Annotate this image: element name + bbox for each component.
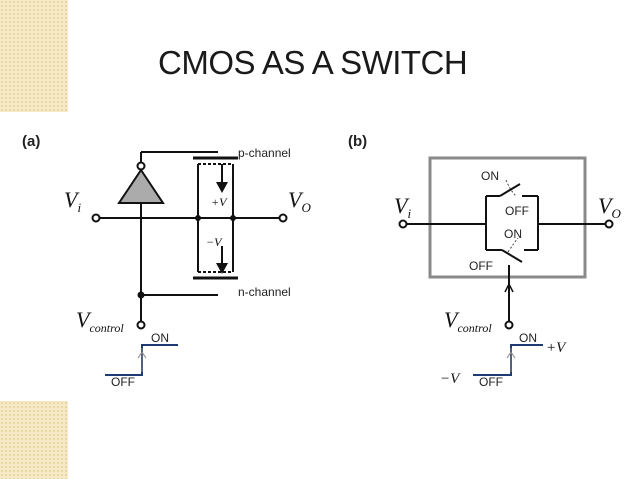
diagram-b-tag: (b)	[348, 133, 367, 150]
b-upper-switch-blade	[499, 183, 521, 197]
a-inverter-bubble	[136, 161, 146, 171]
a-p-channel-label: p-channel	[238, 146, 291, 160]
a-vo-label: VO	[288, 187, 311, 215]
b-vo-label: VO	[598, 193, 621, 221]
a-plus-v-label: +V	[211, 195, 228, 209]
b-upper-off-label: OFF	[505, 204, 529, 218]
a-vcontrol-label: Vcontrol	[76, 307, 124, 335]
sidebar-texture-top	[0, 0, 68, 112]
a-waveform-arrow	[137, 351, 147, 359]
b-minus-v-label: −V	[440, 371, 461, 387]
b-switch-box	[428, 156, 587, 279]
b-lower-off-label: OFF	[469, 259, 493, 273]
b-on-label: ON	[519, 331, 537, 345]
a-control-terminal	[136, 320, 146, 330]
sidebar-texture-bottom	[0, 401, 68, 479]
b-off-label: OFF	[479, 375, 503, 389]
diagram-b: (b) ON OFF ON OFF Vi VO Vcontrol	[348, 133, 621, 389]
b-vcontrol-label: Vcontrol	[444, 307, 492, 335]
slide-title: CMOS AS A SWITCH	[158, 44, 468, 81]
b-control-terminal	[504, 320, 514, 330]
a-p-arrow	[216, 182, 228, 193]
b-control-waveform	[473, 344, 543, 376]
b-waveform-arrow	[506, 351, 516, 359]
a-off-label: OFF	[111, 375, 135, 389]
b-plus-v-label: +V	[546, 340, 567, 356]
a-vi-terminal	[91, 213, 101, 223]
diagram-a: (a) p-channel n-channel	[22, 133, 311, 389]
b-control-arrow	[504, 282, 514, 293]
a-vo-terminal	[278, 213, 288, 223]
b-upper-on-label: ON	[481, 169, 499, 183]
b-vo-terminal	[604, 219, 614, 229]
a-vi-label: Vi	[64, 187, 81, 215]
diagram-a-tag: (a)	[22, 133, 40, 150]
b-lower-on-label: ON	[504, 227, 522, 241]
b-lower-switch-blade	[501, 249, 523, 263]
a-on-label: ON	[151, 331, 169, 345]
b-vi-label: Vi	[394, 193, 411, 221]
a-n-arrow	[216, 263, 228, 274]
a-n-channel-label: n-channel	[238, 285, 291, 299]
a-inverter-triangle	[117, 168, 165, 204]
a-minus-v-label: −V	[206, 235, 223, 249]
b-vi-terminal	[398, 219, 408, 229]
